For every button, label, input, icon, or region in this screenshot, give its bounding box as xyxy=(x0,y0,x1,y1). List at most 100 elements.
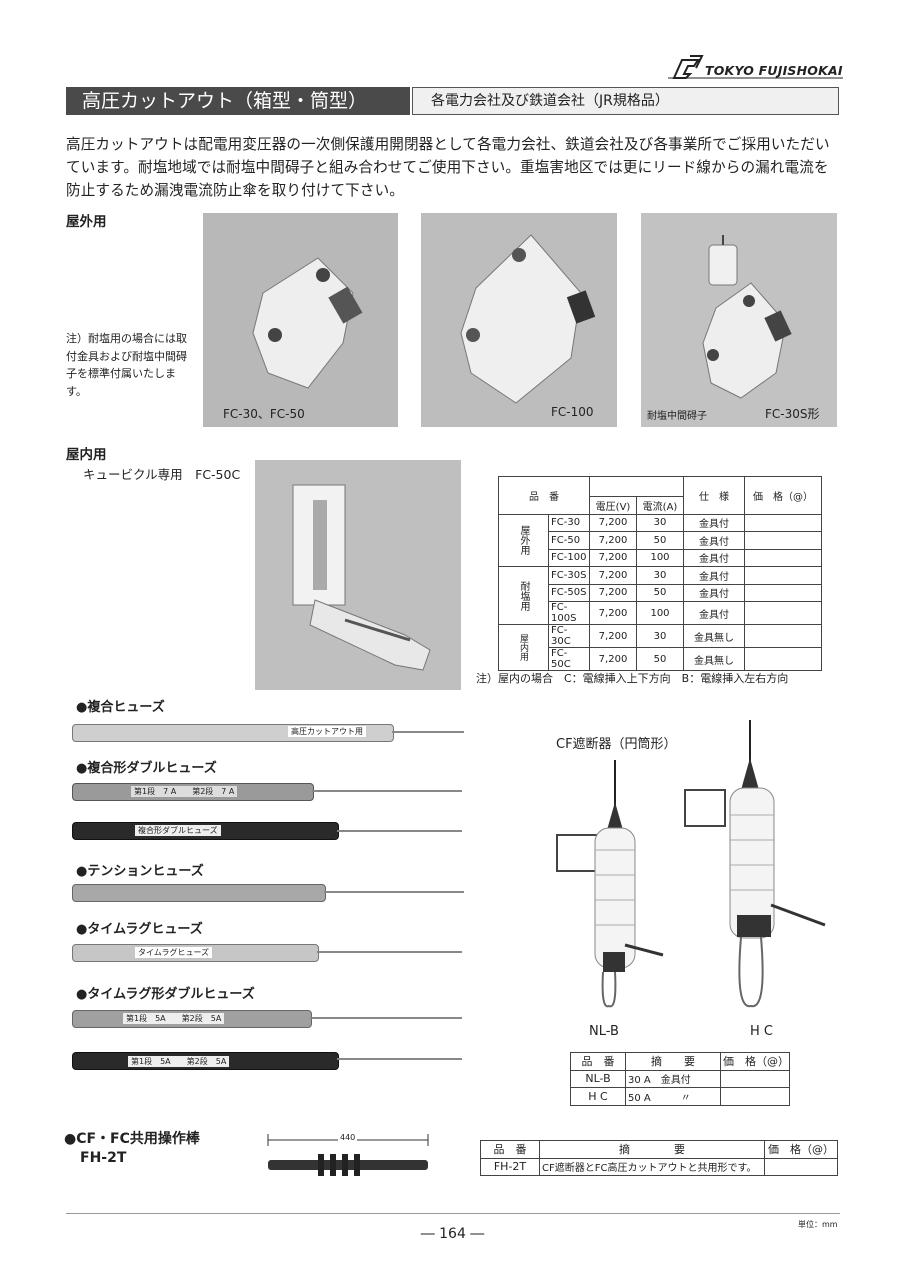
cell-v: 7,200 xyxy=(589,647,637,671)
cell-price xyxy=(744,647,822,671)
cf-table: 品 番 摘 要 価 格（@） NL-B 30 A 金具付 H C 50 A 〃 xyxy=(570,1052,790,1106)
table-row: NL-B 30 A 金具付 xyxy=(570,1069,790,1088)
photo-caption-2: 耐塩中間碍子 xyxy=(647,411,707,422)
photo-fc100: FC-100 xyxy=(421,213,617,427)
indoor-subheading: キュービクル専用 FC-50C xyxy=(83,467,241,482)
cell-name: FC-50 xyxy=(548,531,590,550)
fuse-double-1: 第1段 7 A 第2段 7 A xyxy=(72,783,314,801)
intro-text: 高圧カットアウトは配電用変圧器の一次側保護用開閉器として各電力会社、鉄道会社及び… xyxy=(66,136,830,199)
cell-a: 30 xyxy=(636,513,684,532)
fuse-tag: 第1段 5A 第2段 5A xyxy=(128,1056,230,1067)
cell-name: FC-30S xyxy=(548,566,590,585)
photo-fc30-fc50: FC-30、FC-50 xyxy=(203,213,398,427)
cell-a: 30 xyxy=(636,566,684,585)
fuse-wire xyxy=(392,731,464,733)
cell-price xyxy=(744,566,822,585)
th-spec: 仕 様 xyxy=(683,476,745,515)
photo-fc30s: 耐塩中間碍子 FC-30S形 xyxy=(641,213,837,427)
cell-name: NL-B xyxy=(570,1069,626,1088)
table-row: FC-50C 7,200 50 金具無し xyxy=(499,647,822,671)
fuse-double-2: 複合形ダブルヒューズ xyxy=(72,822,339,840)
fuse-wire xyxy=(317,951,462,953)
fuse-tag: 高圧カットアウト用 xyxy=(288,726,366,737)
cell-v: 7,200 xyxy=(589,601,637,625)
cell-spec: 金具付 xyxy=(683,531,745,550)
cell-spec: 金具付 xyxy=(683,601,745,625)
cell-a: 50 xyxy=(636,647,684,671)
cell-summary: 30 A 金具付 xyxy=(625,1069,721,1088)
group-label: 耐塩用 xyxy=(498,566,549,625)
cell-a: 100 xyxy=(636,601,684,625)
cell-spec: 金具付 xyxy=(683,566,745,585)
rod-model: FH-2T xyxy=(80,1150,127,1166)
cell-spec: 金具無し xyxy=(683,647,745,671)
fuse-tag: 第1段 5A 第2段 5A xyxy=(123,1013,225,1024)
cell-spec: 金具付 xyxy=(683,583,745,602)
cell-a: 50 xyxy=(636,531,684,550)
fuse-wire xyxy=(312,790,462,792)
unit-note: 単位：mm xyxy=(798,1220,838,1229)
table-row: 屋外用 FC-30 7,200 30 金具付 xyxy=(498,513,822,567)
table-row: FH-2T CF遮断器とFC高圧カットアウトと共用形です。 xyxy=(480,1157,838,1176)
page-number: ― 164 ― xyxy=(420,1226,485,1242)
cell-v: 7,200 xyxy=(589,624,637,648)
rod-dimension: 440 xyxy=(338,1133,358,1142)
cell-v: 7,200 xyxy=(589,531,637,550)
fuse-tag: 複合形ダブルヒューズ xyxy=(135,825,221,836)
cell-name: FC-50C xyxy=(548,647,590,671)
cell-v: 7,200 xyxy=(589,566,637,585)
th-name: 品 番 xyxy=(480,1140,540,1159)
fuse-tension xyxy=(72,884,326,902)
cell-a: 50 xyxy=(636,583,684,602)
cell-name: FC-50S xyxy=(548,583,590,602)
cell-price xyxy=(720,1069,790,1088)
spec-table: 品 番 仕 様 価 格（@） 電圧(V) 電流(A) 屋外用 FC-30 7,2… xyxy=(498,476,822,671)
cell-price xyxy=(720,1087,790,1106)
fuse-wire xyxy=(324,891,464,893)
cf-title: CF遮断器（円筒形） xyxy=(556,737,677,752)
page-title: 高圧カットアウト（箱型・筒型） xyxy=(66,87,410,115)
cell-name: H C xyxy=(570,1087,626,1106)
photo-caption: FC-100 xyxy=(551,405,594,419)
table-row: 屋内用 FC-30C 7,200 30 金具無し xyxy=(498,624,822,671)
fuse-tag: 第1段 7 A 第2段 7 A xyxy=(131,786,238,797)
cell-spec: 金具付 xyxy=(683,513,745,532)
footer-divider xyxy=(66,1213,840,1214)
cell-summary: CF遮断器とFC高圧カットアウトと共用形です。 xyxy=(539,1157,765,1176)
table-row: FC-50S 7,200 50 金具付 xyxy=(499,583,822,602)
fuse-label-composite: ●複合ヒューズ xyxy=(76,700,165,715)
cell-price xyxy=(744,601,822,625)
th-voltage: 電圧(V) xyxy=(589,496,637,515)
th-price: 価 格（@） xyxy=(744,476,822,515)
th-summary: 摘 要 xyxy=(539,1140,765,1159)
table-row: H C 50 A 〃 xyxy=(570,1087,790,1106)
rod-illustration xyxy=(267,1134,429,1176)
cell-price xyxy=(744,624,822,648)
cell-price xyxy=(744,531,822,550)
cell-name: FC-30 xyxy=(548,513,590,532)
group-label: 屋外用 xyxy=(498,513,549,567)
fuse-label-timelag-double: ●タイムラグ形ダブルヒューズ xyxy=(76,987,255,1002)
group-label: 屋内用 xyxy=(498,624,549,671)
cf-model-nlb: NL-B xyxy=(589,1024,619,1039)
cell-summary: 50 A 〃 xyxy=(625,1087,721,1106)
fuse-timelag-double-1: 第1段 5A 第2段 5A xyxy=(72,1010,312,1028)
cell-price xyxy=(744,513,822,532)
th-price: 価 格（@） xyxy=(720,1052,790,1071)
fuse-label-timelag: ●タイムラグヒューズ xyxy=(76,922,203,937)
indoor-heading: 屋内用 xyxy=(66,447,107,463)
fuse-label-double: ●複合形ダブルヒューズ xyxy=(76,761,217,776)
cell-v: 7,200 xyxy=(589,513,637,532)
cell-name: FC-100 xyxy=(548,548,590,567)
table-row: FC-100S 7,200 100 金具付 xyxy=(499,601,822,625)
fuse-tag: タイムラグヒューズ xyxy=(135,947,213,958)
photo-fc50c xyxy=(255,460,461,690)
cell-a: 100 xyxy=(636,548,684,567)
cell-v: 7,200 xyxy=(589,548,637,567)
fuse-label-tension: ●テンションヒューズ xyxy=(76,864,204,879)
th-name: 品 番 xyxy=(498,476,590,515)
cutout-image xyxy=(255,460,461,690)
th-summary: 摘 要 xyxy=(625,1052,721,1071)
th-name: 品 番 xyxy=(570,1052,626,1071)
fuse-timelag: タイムラグヒューズ xyxy=(72,944,319,962)
